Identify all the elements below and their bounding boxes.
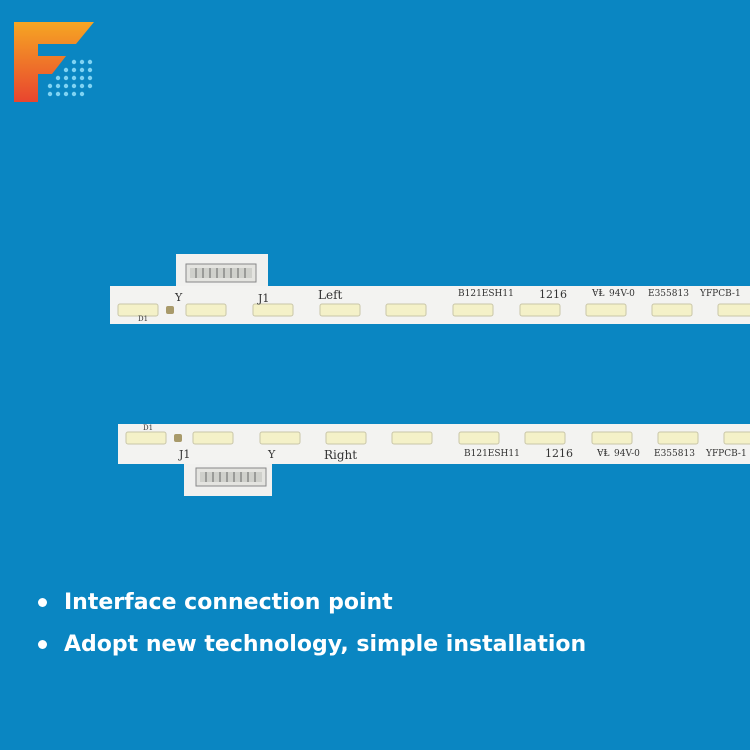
feature-item: Interface connection point: [38, 588, 586, 616]
led-row-top: [117, 303, 750, 317]
led-strip-right-board: [118, 424, 750, 496]
label-model: B121ESH11: [464, 449, 520, 459]
feature-text: Adopt new technology, simple installatio…: [64, 631, 587, 657]
brand-logo: [14, 22, 96, 104]
led-strip-left: Y J1 Left D1 B121ESH11 1216 ⱯⱠ 94V-0 E35…: [0, 250, 750, 330]
f-letter-logo-icon: [14, 22, 94, 102]
label-cert: E355813: [654, 449, 695, 459]
feature-text: Interface connection point: [64, 589, 393, 615]
label-y: Y: [175, 291, 183, 304]
led-strip-right: D1 J1 Y Right B121ESH11 1216 ⱯⱠ 94V-0 E3…: [0, 420, 750, 500]
label-j1: J1: [179, 448, 191, 461]
led-strip-left-board: [110, 254, 750, 324]
label-y: Y: [268, 448, 276, 461]
label-d1: D1: [143, 424, 154, 432]
bullet-dot-icon: [38, 639, 47, 649]
label-side: Right: [324, 448, 358, 462]
label-cert: E355813: [648, 289, 689, 299]
label-side: Left: [318, 288, 343, 302]
led-row-bottom: [125, 431, 750, 445]
label-ul-mark: ⱯⱠ: [592, 289, 605, 299]
label-date: 1216: [545, 447, 573, 460]
label-pcb: YFPCB-1: [700, 289, 741, 299]
label-model: B121ESH11: [458, 289, 514, 299]
label-j1: J1: [258, 292, 270, 305]
feature-item: Adopt new technology, simple installatio…: [38, 630, 586, 658]
label-ul: 94V-0: [609, 289, 635, 299]
label-d1: D1: [138, 315, 149, 323]
feature-list: Interface connection point Adopt new tec…: [38, 588, 586, 672]
label-ul-mark: ⱯⱠ: [597, 449, 610, 459]
label-pcb: YFPCB-1: [706, 449, 747, 459]
bullet-dot-icon: [38, 597, 47, 607]
label-ul: 94V-0: [614, 449, 640, 459]
label-date: 1216: [539, 288, 567, 301]
